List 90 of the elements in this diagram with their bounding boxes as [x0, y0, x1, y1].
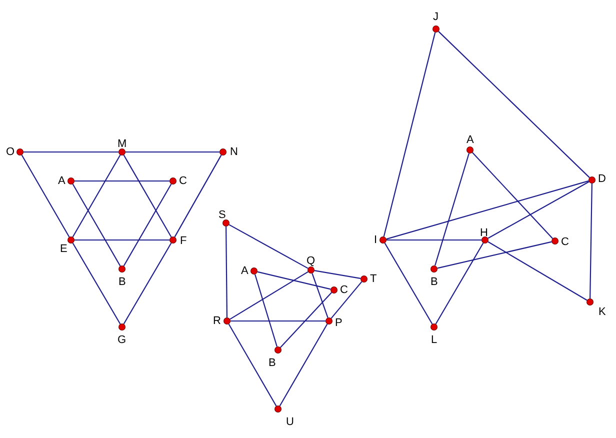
point-dot	[220, 149, 226, 155]
line-segment	[312, 273, 328, 318]
point-dot	[361, 276, 367, 282]
point-label: M	[118, 138, 127, 150]
point-label: A	[58, 175, 66, 187]
point-label: B	[118, 276, 126, 288]
line-segment	[72, 242, 121, 324]
line-segment	[488, 241, 588, 301]
point-dot	[119, 266, 125, 272]
point-dot	[275, 347, 281, 353]
line-segment	[72, 154, 121, 238]
line-segment	[386, 180, 589, 240]
line-segment	[21, 154, 70, 238]
point-label: K	[598, 306, 606, 318]
point-dot	[326, 318, 332, 324]
point-dot	[275, 406, 281, 412]
line-segment	[472, 152, 554, 239]
point-label: P	[335, 317, 342, 329]
point-label: A	[466, 134, 474, 146]
point-dot	[119, 324, 125, 330]
point-dot	[170, 178, 176, 184]
point-dot	[223, 220, 229, 226]
line-segment	[74, 239, 170, 241]
point-dot	[431, 324, 437, 330]
point-dot	[467, 147, 473, 153]
line-segment	[230, 271, 308, 320]
line-segment	[384, 242, 433, 324]
point-dot	[170, 237, 176, 243]
line-segment	[230, 320, 326, 322]
line-segment	[280, 292, 332, 348]
line-segment	[123, 184, 172, 266]
line-segment	[72, 184, 121, 266]
point-label: L	[431, 334, 438, 346]
point-label: Q	[306, 255, 316, 267]
point-label: C	[561, 236, 569, 248]
line-segment	[126, 151, 220, 153]
line-segment	[228, 224, 308, 269]
line-segment	[330, 281, 362, 319]
line-segment	[386, 239, 482, 241]
point-dot	[224, 318, 230, 324]
point-label: H	[480, 227, 488, 239]
point-dot	[119, 149, 125, 155]
point-label: U	[286, 416, 294, 428]
line-segment	[228, 324, 277, 406]
line-segment	[488, 181, 590, 239]
point-label: F	[180, 235, 187, 247]
line-segment	[24, 151, 118, 153]
point-dot	[380, 237, 386, 243]
point-dot	[68, 178, 74, 184]
line-segment	[254, 274, 278, 347]
point-label: C	[340, 284, 348, 296]
point-label: I	[374, 234, 378, 246]
point-dot	[251, 268, 257, 274]
point-label: T	[370, 273, 377, 285]
point-label: B	[430, 276, 438, 288]
line-segment	[225, 226, 228, 318]
line-segment	[174, 154, 222, 238]
line-segment	[435, 242, 484, 324]
line-segment	[314, 270, 361, 279]
point-dot	[589, 177, 595, 183]
point-dot	[431, 266, 437, 272]
point-dot	[552, 238, 558, 244]
point-dot	[68, 237, 74, 243]
point-label: S	[218, 209, 226, 221]
point-label: C	[179, 175, 187, 187]
point-label: N	[230, 146, 238, 158]
point-dot	[587, 299, 593, 305]
line-segment	[279, 324, 328, 406]
point-dot	[482, 237, 488, 243]
point-dot	[433, 26, 439, 32]
line-segment	[438, 31, 590, 178]
point-label: G	[118, 334, 126, 346]
line-segment	[74, 180, 170, 182]
point-label: A	[241, 265, 248, 277]
line-segment	[590, 184, 592, 298]
point-dot	[331, 287, 337, 293]
point-label: R	[213, 315, 221, 327]
line-segment	[257, 271, 331, 290]
point-label: J	[433, 11, 438, 23]
line-segment	[383, 32, 436, 237]
point-label: B	[268, 357, 276, 369]
line-segment	[123, 154, 172, 238]
point-label: D	[598, 173, 606, 185]
point-dot	[17, 149, 23, 155]
point-label: E	[60, 243, 68, 255]
point-dot	[308, 267, 314, 273]
line-segment	[437, 241, 552, 269]
line-segment	[123, 242, 172, 324]
point-label: O	[6, 146, 15, 158]
line-segment	[434, 153, 470, 266]
